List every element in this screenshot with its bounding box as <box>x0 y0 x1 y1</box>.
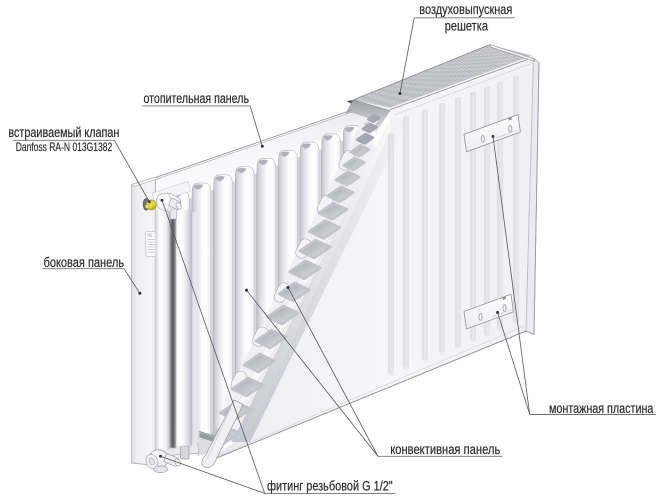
svg-text:фитинг резьбовой G 1/2": фитинг резьбовой G 1/2" <box>267 478 393 493</box>
svg-text:Danfoss RA-N 013G1382: Danfoss RA-N 013G1382 <box>16 140 113 154</box>
svg-text:отопительная панель: отопительная панель <box>144 91 250 106</box>
svg-text:решетка: решетка <box>445 19 489 34</box>
svg-text:воздуховыпускная: воздуховыпускная <box>419 2 512 17</box>
svg-text:боковая панель: боковая панель <box>44 255 125 270</box>
svg-text:конвективная панель: конвективная панель <box>390 442 500 457</box>
svg-text:монтажная пластина: монтажная пластина <box>549 401 654 416</box>
svg-text:встраиваемый клапан: встраиваемый клапан <box>8 125 119 140</box>
